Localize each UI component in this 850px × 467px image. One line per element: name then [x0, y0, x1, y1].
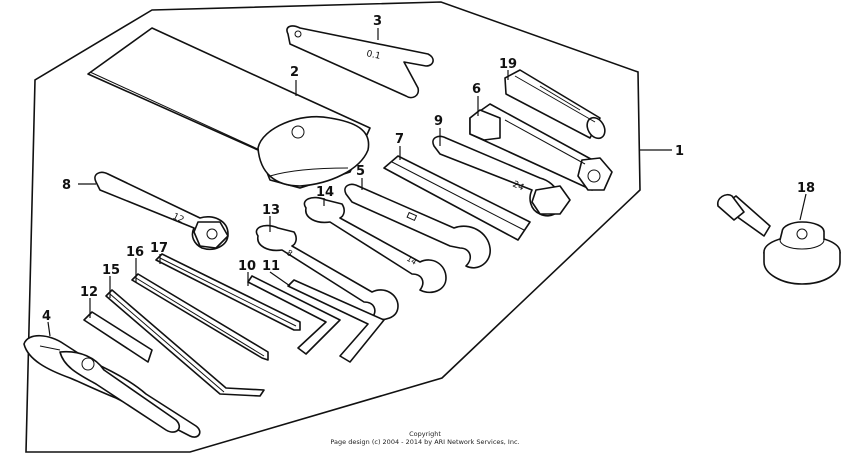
callout-4: 4 — [42, 309, 51, 324]
pin-spanner-5 — [344, 183, 491, 269]
callout-8: 8 — [62, 178, 71, 193]
callout-12: 12 — [80, 285, 98, 300]
callout-14: 14 — [316, 185, 334, 200]
callout-18: 18 — [797, 181, 815, 196]
callout-10: 10 — [238, 259, 256, 274]
socket-wrench-6 — [469, 103, 613, 191]
toolkit-outline — [25, 1, 641, 453]
callout-17: 17 — [150, 241, 168, 256]
screwdriver-16 — [131, 273, 269, 361]
wrench-14-marking: 14 — [405, 254, 418, 267]
plug-wrench-19 — [504, 69, 606, 140]
screwdriver-17 — [155, 253, 301, 331]
pliers-4 — [23, 334, 201, 438]
callout-11: 11 — [262, 259, 280, 274]
wrench-13: 8 — [255, 224, 399, 321]
callout-6: 6 — [472, 82, 481, 97]
callout-7: 7 — [395, 132, 404, 147]
footer-copyright: Copyright — [409, 430, 441, 438]
wrench-9-marking: 24 — [511, 180, 526, 194]
plug-socket-18 — [716, 193, 841, 285]
callout-9: 9 — [434, 114, 443, 129]
leader-lines — [47, 28, 807, 337]
footer-page-design: Page design (c) 2004 - 2014 by ARI Netwo… — [330, 438, 519, 446]
callout-16: 16 — [126, 245, 144, 260]
callout-3: 3 — [373, 14, 382, 29]
screwdriver-handle-7 — [383, 155, 531, 241]
wrench-9: 24 — [432, 135, 571, 217]
callout-5: 5 — [356, 164, 365, 179]
callout-2: 2 — [290, 65, 299, 80]
feeler-gauge-marking: 0.1 — [365, 49, 381, 62]
wrench-13-marking: 8 — [285, 248, 294, 258]
wrench-14: 14 — [303, 196, 447, 294]
wrench-8-marking: 12 — [171, 212, 186, 226]
hex-key-10 — [247, 275, 341, 355]
hex-key-11 — [287, 279, 385, 363]
screwdriver-bit-12 — [83, 311, 153, 363]
callout-15: 15 — [102, 263, 120, 278]
wrench-8: 12 — [94, 171, 229, 250]
tool-pouch — [87, 27, 371, 189]
feeler-gauge: 0.1 — [286, 25, 434, 99]
callout-13: 13 — [262, 203, 280, 218]
screwdriver-15 — [105, 289, 265, 397]
callout-1: 1 — [675, 144, 684, 159]
callout-19: 19 — [499, 57, 517, 72]
